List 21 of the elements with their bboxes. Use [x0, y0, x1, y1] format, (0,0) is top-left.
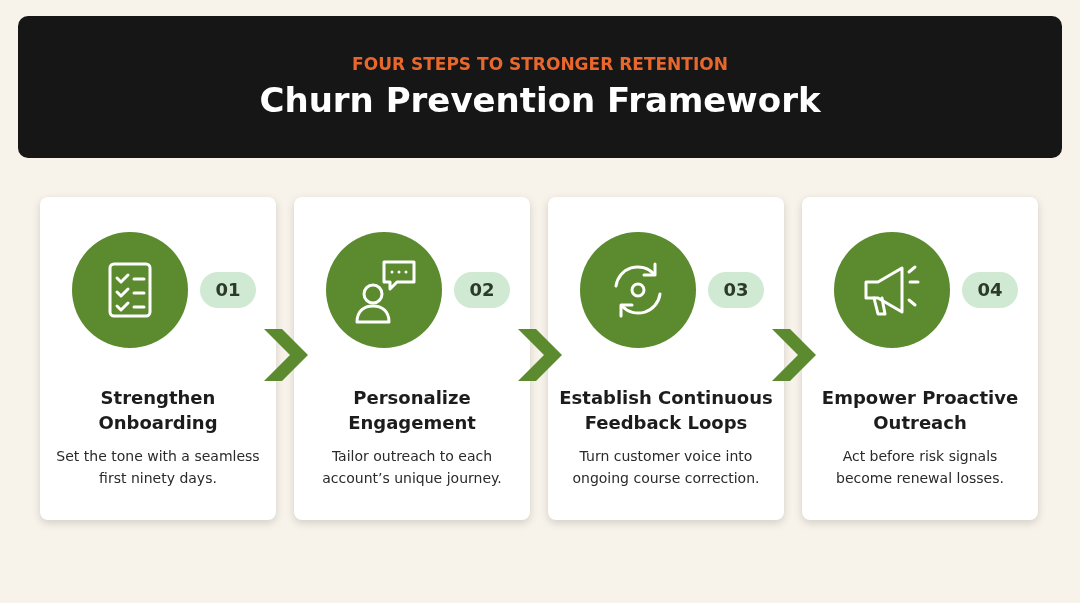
step-description: Turn customer voice into ongoing course correction. [571, 447, 761, 488]
chevron-arrow [772, 329, 816, 381]
step-description: Tailor outreach to each account’s unique journey. [321, 447, 503, 488]
title: Churn Prevention Framework [258, 80, 822, 120]
step-card [548, 197, 784, 520]
step-card [294, 197, 530, 520]
subtitle: FOUR STEPS TO STRONGER RETENTION [351, 54, 729, 74]
step-card [802, 197, 1038, 520]
step-heading: Strengthen Onboarding [97, 386, 219, 435]
step-number: 01 [200, 272, 256, 308]
chevron-arrow [518, 329, 562, 381]
step-number: 03 [708, 272, 764, 308]
step-description: Set the tone with a seamless first ninety days. [55, 447, 261, 488]
step-heading: Empower Proactive Outreach [820, 386, 1020, 435]
step-number: 02 [454, 272, 510, 308]
step-description: Act before risk signals become renewal losses. [835, 447, 1005, 488]
step-number: 04 [962, 272, 1018, 308]
step-card [40, 197, 276, 520]
step-heading: Personalize Engagement [347, 386, 477, 435]
step-heading: Establish Continuous Feedback Loops [558, 386, 774, 435]
chevron-arrow [264, 329, 308, 381]
